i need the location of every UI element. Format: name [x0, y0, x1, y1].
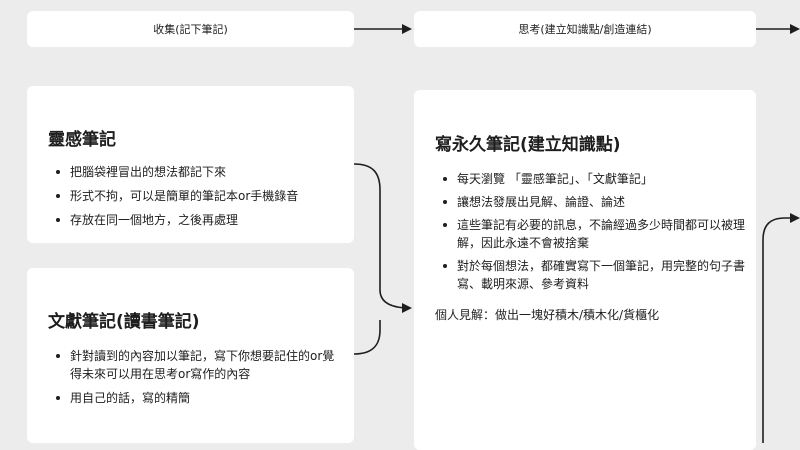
literature-notes-list: 針對讀到的內容加以筆記，寫下你想要記住的or覺得未來可以用在思考or寫作的內容 … — [52, 347, 342, 413]
list-item: 對於每個想法，都確實寫下一個筆記，用完整的句子書寫、載明來源、參考資料 — [439, 257, 749, 293]
fleeting-notes-card: 靈感筆記 把腦袋裡冒出的想法都記下來 形式不拘，可以是簡單的筆記本or手機錄音 … — [27, 86, 354, 243]
list-item: 每天瀏覽 「靈感筆記」、「文獻筆記」 — [439, 170, 749, 188]
personal-insight-note: 個人見解：做出一塊好積木/積木化/貨櫃化 — [435, 308, 660, 322]
think-header: 思考(建立知識點/創造連結) — [414, 11, 756, 47]
collect-header: 收集(記下筆記) — [27, 11, 354, 47]
collect-header-label: 收集(記下筆記) — [153, 23, 228, 36]
literature-notes-title: 文獻筆記(讀書筆記) — [48, 312, 200, 332]
think-header-label: 思考(建立知識點/創造連結) — [518, 23, 652, 36]
permanent-notes-card: 寫永久筆記(建立知識點) 每天瀏覽 「靈感筆記」、「文獻筆記」 讓想法發展出見解… — [414, 90, 756, 450]
fleeting-notes-title: 靈感筆記 — [48, 130, 116, 150]
list-item: 針對讀到的內容加以筆記，寫下你想要記住的or覺得未來可以用在思考or寫作的內容 — [52, 347, 342, 383]
list-item: 把腦袋裡冒出的想法都記下來 — [52, 163, 347, 181]
literature-to-permanent-connector — [353, 320, 381, 355]
list-item: 形式不拘，可以是簡單的筆記本or手機錄音 — [52, 187, 347, 205]
list-item: 用自己的話，寫的精簡 — [52, 389, 342, 407]
list-item: 存放在同一個地方，之後再處理 — [52, 211, 347, 229]
list-item: 讓想法發展出見解、論證、論述 — [439, 193, 749, 211]
fleeting-to-permanent-connector — [353, 163, 412, 313]
permanent-to-next-connector — [762, 213, 800, 443]
permanent-notes-title: 寫永久筆記(建立知識點) — [435, 135, 621, 155]
permanent-notes-list: 每天瀏覽 「靈感筆記」、「文獻筆記」 讓想法發展出見解、論證、論述 這些筆記有必… — [439, 170, 749, 298]
fleeting-notes-list: 把腦袋裡冒出的想法都記下來 形式不拘，可以是簡單的筆記本or手機錄音 存放在同一… — [52, 163, 347, 235]
list-item: 這些筆記有必要的訊息，不論經過多少時間都可以被理解，因此永遠不會被捨棄 — [439, 216, 749, 252]
literature-notes-card: 文獻筆記(讀書筆記) 針對讀到的內容加以筆記，寫下你想要記住的or覺得未來可以用… — [27, 268, 354, 443]
